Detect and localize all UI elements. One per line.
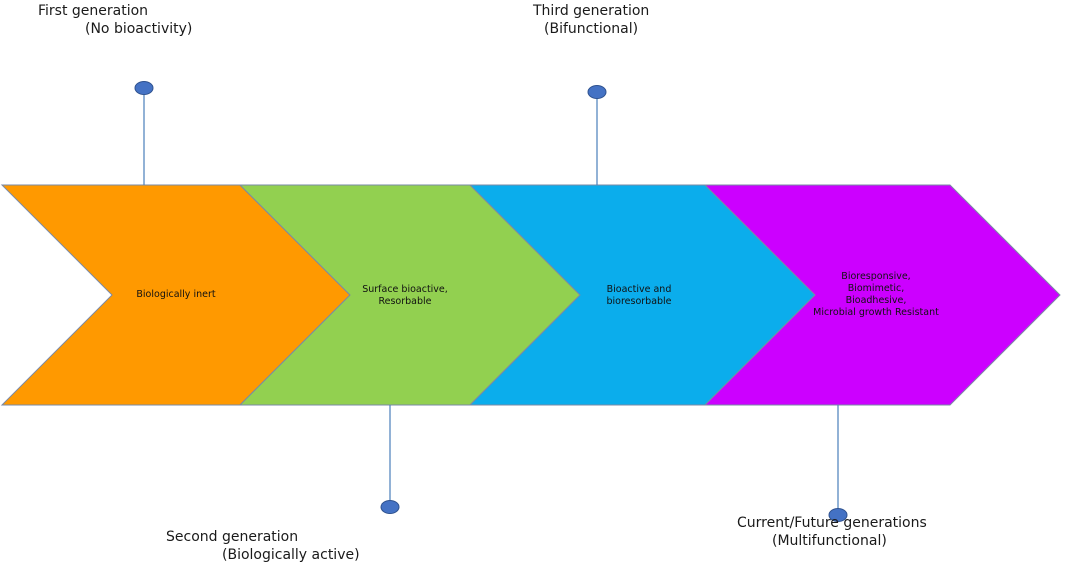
segment-line: Biologically inert bbox=[136, 289, 216, 300]
segment-line: Surface bioactive, bbox=[362, 284, 448, 295]
segment-text-second: Surface bioactive, Resorbable bbox=[362, 284, 448, 308]
marker-dot-second bbox=[380, 500, 400, 514]
segment-text-first: Biologically inert bbox=[136, 289, 215, 301]
marker-dot-current-future bbox=[828, 508, 848, 522]
label-second-generation: Second generation (Biologically active) bbox=[166, 528, 360, 564]
marker-dot-first bbox=[134, 81, 154, 95]
segment-text-current-future: Bioresponsive, Biomimetic, Bioadhesive, … bbox=[813, 271, 939, 319]
label-first-generation: First generation (No bioactivity) bbox=[38, 2, 192, 38]
generation-subtitle: (No bioactivity) bbox=[85, 21, 193, 37]
chevron-segment-current-future bbox=[703, 184, 1061, 406]
generation-subtitle: (Bifunctional) bbox=[544, 21, 639, 37]
generation-subtitle: (Multifunctional) bbox=[772, 533, 887, 549]
generation-subtitle: (Biologically active) bbox=[222, 547, 360, 563]
segment-line: Bioadhesive, bbox=[845, 295, 907, 306]
segment-line: Bioresponsive, bbox=[841, 271, 911, 282]
segment-line: Biomimetic, bbox=[847, 283, 905, 294]
generation-title: Third generation bbox=[533, 3, 650, 19]
generation-title: Second generation bbox=[166, 529, 299, 545]
generation-title: First generation bbox=[38, 3, 149, 19]
segment-line: Bioactive and bbox=[606, 284, 672, 295]
segment-text-third: Bioactive and bioresorbable bbox=[606, 284, 671, 308]
marker-dot-third bbox=[587, 85, 607, 99]
segment-line: Microbial growth Resistant bbox=[813, 307, 939, 318]
label-current-future-generations: Current/Future generations (Multifunctio… bbox=[737, 514, 927, 550]
segment-line: bioresorbable bbox=[606, 296, 672, 307]
label-third-generation: Third generation (Bifunctional) bbox=[533, 2, 649, 38]
generation-title: Current/Future generations bbox=[737, 515, 927, 531]
segment-line: Resorbable bbox=[378, 296, 432, 307]
